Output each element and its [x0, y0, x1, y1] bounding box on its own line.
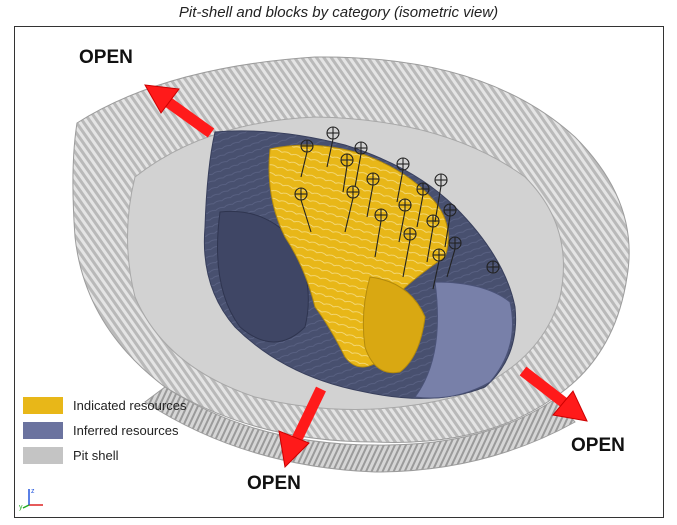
viewport-frame: OPEN OPEN OPEN Indicated resources Infer…: [14, 26, 664, 518]
legend-label: Indicated resources: [73, 398, 187, 413]
drillhole-marker: [344, 185, 360, 233]
drillhole-marker: [396, 157, 410, 203]
open-label-southeast: OPEN: [571, 435, 625, 456]
drillhole-marker: [446, 236, 462, 278]
open-arrow-northwest: [144, 84, 215, 138]
drillhole-marker: [366, 172, 380, 218]
open-arrow-south: [278, 386, 326, 469]
drillhole-marker: [354, 141, 368, 188]
drillhole-marker: [294, 187, 312, 233]
open-arrow-southeast: [519, 366, 588, 422]
axis-z-label: z: [31, 488, 35, 495]
drillhole-marker: [416, 182, 430, 228]
drillhole-marker: [426, 214, 440, 263]
open-label-south: OPEN: [247, 473, 301, 494]
pit-shell-ledge: [144, 386, 576, 473]
legend-item-indicated: Indicated resources: [23, 393, 186, 418]
drillholes: [294, 126, 500, 290]
legend-item-pit-shell: Pit shell: [23, 443, 186, 468]
drillhole-marker: [443, 203, 457, 248]
indicated-lower: [362, 276, 426, 374]
drillhole-marker: [326, 126, 340, 168]
drillhole-marker: [340, 153, 354, 193]
legend-label: Pit shell: [73, 448, 119, 463]
drillhole-marker: [300, 139, 314, 178]
legend-swatch-indicated: [23, 397, 63, 414]
isometric-scene: [72, 56, 630, 473]
axis-triad-icon: z y: [19, 488, 43, 511]
inferred-left-lobe: [217, 210, 309, 343]
axis-y-label: y: [19, 504, 23, 511]
legend-item-inferred: Inferred resources: [23, 418, 186, 443]
drillhole-marker: [374, 208, 388, 258]
legend: Indicated resources Inferred resources P…: [23, 393, 186, 468]
legend-swatch-pit-shell: [23, 447, 63, 464]
open-label-northwest: OPEN: [79, 47, 133, 68]
drillhole-marker: [486, 260, 500, 274]
drillhole-marker: [398, 198, 412, 243]
figure-title: Pit-shell and blocks by category (isomet…: [178, 4, 499, 21]
drillhole-marker: [432, 248, 446, 290]
drillhole-marker: [402, 227, 417, 278]
inferred-side: [414, 281, 513, 399]
legend-swatch-inferred: [23, 422, 63, 439]
legend-label: Inferred resources: [73, 423, 179, 438]
